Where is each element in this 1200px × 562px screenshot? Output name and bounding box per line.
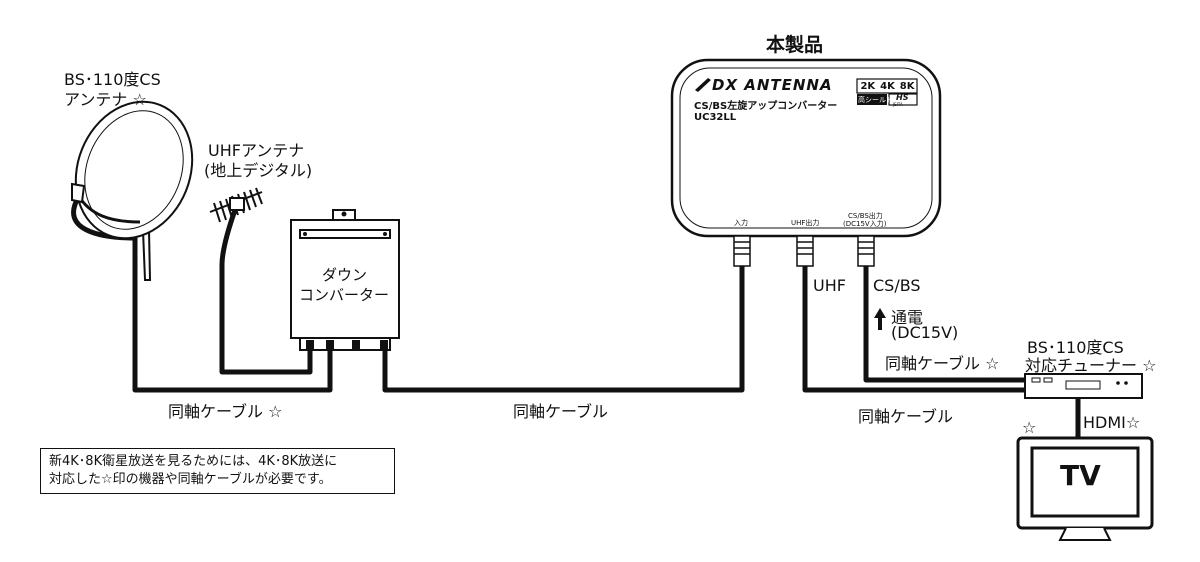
signal-uhf-label: UHF: [813, 276, 846, 295]
cable-label-right-bottom: 同軸ケーブル: [858, 407, 954, 426]
port-csbs-label: CS/BS出力: [848, 212, 883, 220]
badge-8k: 8K: [899, 80, 915, 92]
power-arrow-icon: [874, 308, 886, 330]
badge-jeita: JEITA: [893, 102, 903, 107]
down-converter-label-line2: コンバーター: [299, 286, 390, 304]
uhf-output-cable: [802, 262, 1028, 393]
notice-line1: 新4K･8K衛星放送を見るためには、4K･8K放送に: [49, 454, 338, 469]
bs-cs-dish: [71, 100, 194, 281]
cables: [71, 195, 1081, 441]
product-connectors: [733, 235, 875, 267]
product-model: UC32LL: [694, 112, 737, 123]
product-name: CS/BS左旋アップコンバーター: [694, 101, 838, 112]
port-input-label: 入力: [734, 219, 748, 227]
uhf-antenna-label-line2: (地上デジタル): [204, 161, 313, 180]
tv-label: TV: [1060, 459, 1101, 492]
port-uhf-label: UHF出力: [791, 219, 820, 227]
down-converter-box: [290, 209, 400, 351]
cable-label-middle: 同軸ケーブル: [513, 402, 609, 421]
cable-label-right-top: 同軸ケーブル ☆: [885, 354, 1000, 373]
uhf-yagi-antenna: [209, 187, 263, 223]
resolution-badges: 2K 4K 8K: [858, 79, 917, 93]
power-label-line2: (DC15V): [891, 323, 959, 342]
port-csbs-dc-label: (DC15V入力): [843, 220, 887, 228]
csbs-output-cable: [863, 262, 1028, 383]
uhf-antenna-cable: [219, 207, 313, 375]
badge-2k: 2K: [860, 80, 876, 92]
bs-antenna-label-line1: BS･110度CS: [64, 70, 161, 89]
tuner-device: [1024, 373, 1143, 399]
product-heading: 本製品: [766, 34, 824, 56]
tuner-label-line2: 対応チューナー ☆: [1025, 356, 1157, 375]
power-label-line1: 通電: [891, 308, 924, 327]
badge-shield: 高シールド: [858, 96, 893, 104]
uhf-antenna-label-line1: UHFアンテナ: [208, 141, 305, 160]
product-brand: DX ANTENNA: [712, 76, 833, 94]
down-converter-label-line1: ダウン: [322, 266, 368, 284]
tuner-label-line1: BS･110度CS: [1027, 338, 1124, 357]
tv-star-label: ☆: [1022, 418, 1037, 437]
converter-to-product-cable: [382, 262, 745, 393]
badge-hs: HS: [896, 93, 909, 102]
bs-antenna-label-line2: アンテナ ☆: [64, 90, 147, 109]
notice-box: 新4K･8K衛星放送を見るためには、4K･8K放送に 対応した☆印の機器や同軸ケ…: [40, 448, 395, 494]
dish-cable: [71, 195, 333, 393]
badge-4k: 4K: [880, 80, 895, 92]
up-converter-product: [670, 58, 942, 267]
tv-device: [1016, 436, 1154, 541]
signal-csbs-label: CS/BS: [873, 276, 921, 295]
cable-label-left: 同軸ケーブル ☆: [168, 402, 283, 421]
cable-label-hdmi: HDMI☆: [1083, 413, 1141, 432]
notice-line2: 対応した☆印の機器や同軸ケーブルが必要です。: [49, 472, 332, 487]
